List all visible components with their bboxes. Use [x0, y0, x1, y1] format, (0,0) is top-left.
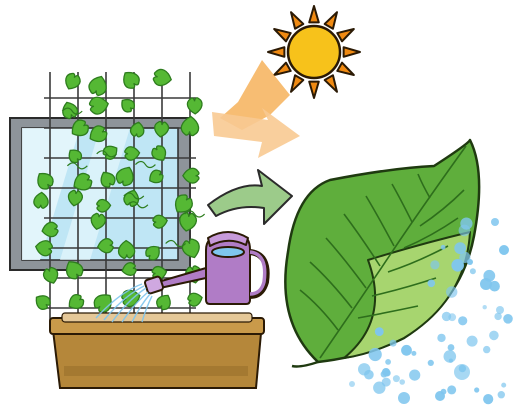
sun-ray	[337, 63, 354, 75]
water-droplet	[399, 379, 405, 385]
planter-box	[50, 313, 264, 388]
sun-ray	[344, 47, 360, 57]
water-droplet	[446, 286, 457, 297]
sun-ray	[268, 47, 284, 57]
water-droplet	[428, 360, 434, 366]
sun-ray	[325, 75, 337, 92]
water-droplet	[460, 218, 472, 230]
water-droplet	[491, 218, 499, 226]
vine-leaf	[62, 71, 82, 92]
water-droplet	[467, 336, 478, 347]
water-droplet	[385, 359, 391, 365]
water-droplet	[442, 312, 451, 321]
water-droplet	[470, 268, 476, 274]
water-droplet	[480, 278, 492, 290]
water-droplet	[454, 242, 466, 254]
sunlight-beam	[212, 60, 300, 158]
water-droplet	[382, 368, 390, 376]
water-droplet	[409, 370, 420, 381]
water-droplet	[499, 245, 509, 255]
water-droplet	[411, 351, 416, 356]
sun-ray	[309, 6, 319, 22]
sun-icon	[268, 6, 360, 98]
water-droplet	[364, 370, 374, 380]
sun-ray	[274, 63, 291, 75]
water-droplet	[448, 344, 455, 351]
water-droplet	[498, 391, 505, 398]
water-droplet	[447, 385, 456, 394]
water-droplet	[430, 260, 439, 269]
sun-ray	[325, 12, 337, 29]
water-droplet	[501, 383, 506, 388]
water-droplet	[449, 359, 453, 363]
water-droplet	[382, 378, 391, 387]
water-droplet	[428, 280, 436, 288]
water-droplet	[458, 316, 467, 325]
water-droplet	[483, 346, 490, 353]
water-droplet	[435, 391, 445, 401]
vine-leaf	[119, 68, 142, 91]
water-droplet	[467, 259, 473, 265]
water-droplet	[483, 305, 487, 309]
vine-leaf	[120, 288, 141, 308]
water-droplet	[441, 245, 446, 250]
water-droplet	[437, 334, 445, 342]
vine-leaf	[66, 292, 86, 312]
arrow-icon	[208, 170, 292, 224]
water-droplet	[349, 381, 355, 387]
water-droplet	[496, 306, 504, 314]
water-droplet	[474, 387, 479, 392]
sun-ray	[274, 29, 291, 41]
sun-ray	[337, 29, 354, 41]
water-droplet	[503, 314, 513, 324]
water-droplet	[375, 327, 384, 336]
water-droplet	[451, 259, 464, 272]
water-droplet	[390, 340, 397, 347]
water-droplet	[489, 331, 499, 341]
vine-leaf	[152, 68, 173, 87]
sun-ray	[291, 75, 303, 92]
water-droplet	[483, 394, 493, 404]
water-droplet	[398, 392, 410, 404]
water-droplet	[454, 364, 470, 380]
sun-ray	[291, 12, 303, 29]
water-droplet	[393, 375, 400, 382]
sun-ray	[309, 82, 319, 98]
water-droplet	[369, 348, 382, 361]
water-droplet	[401, 345, 412, 356]
